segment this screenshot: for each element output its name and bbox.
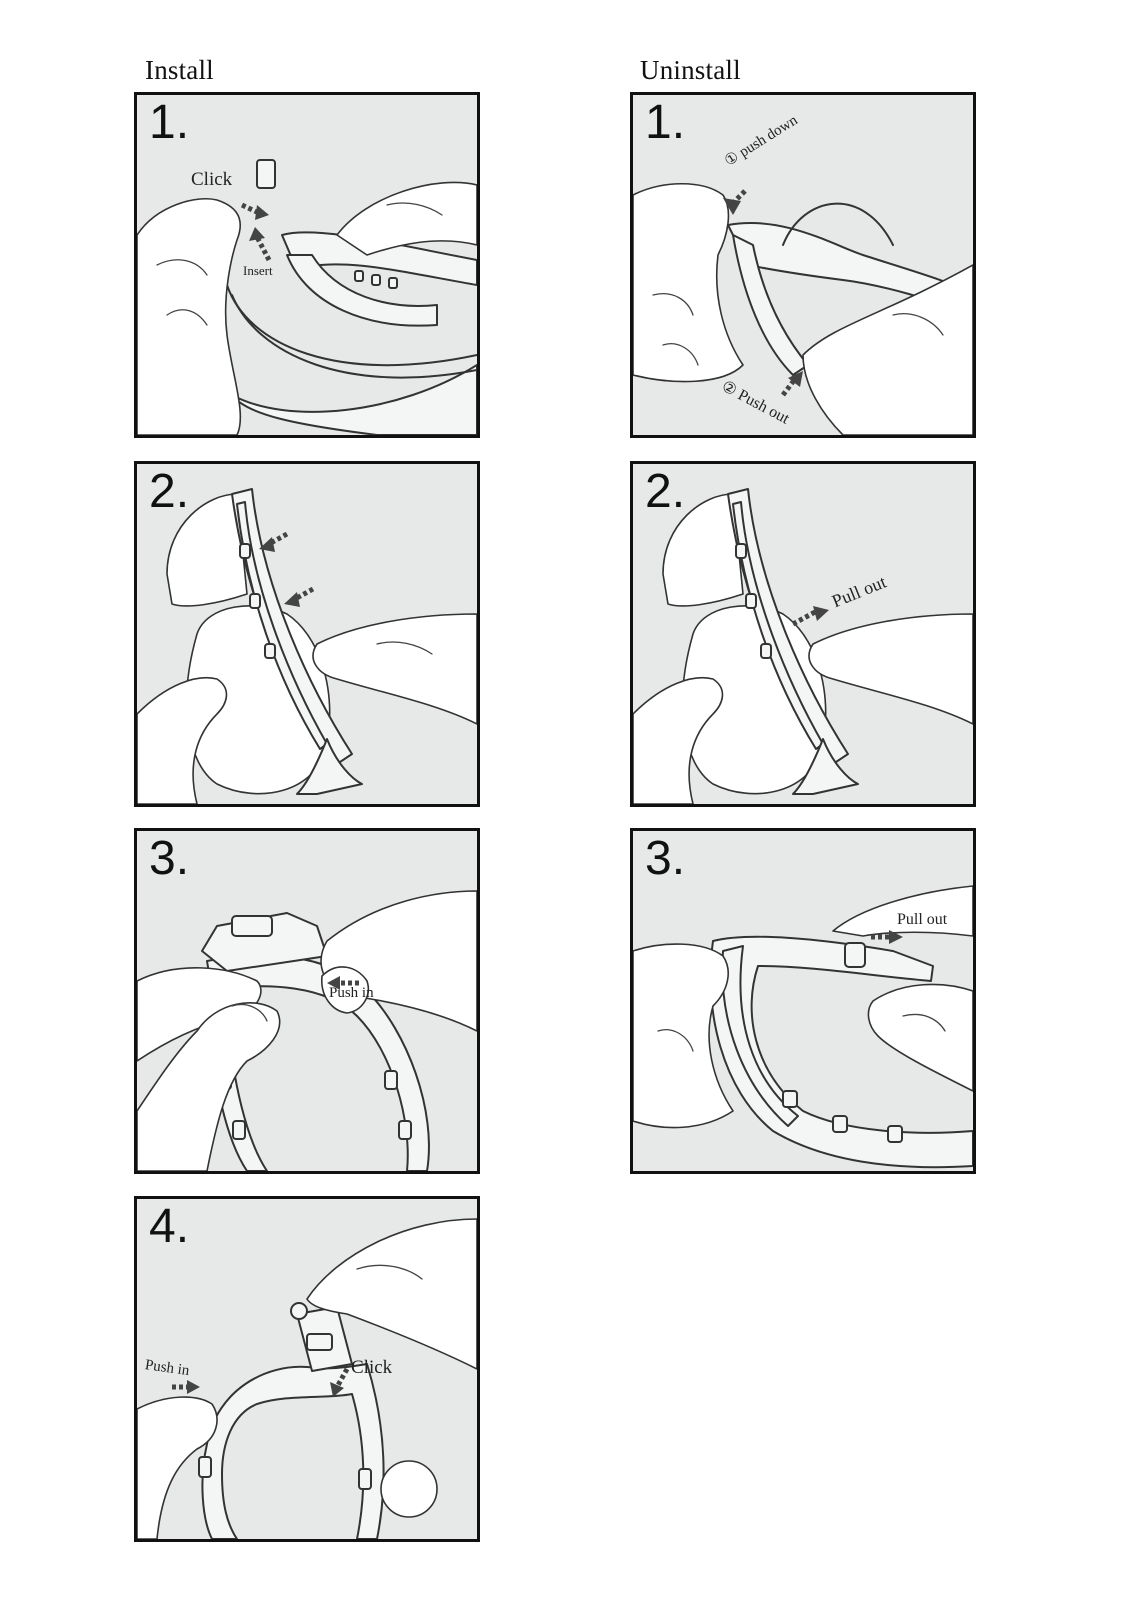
install-step-1-insert-label: Insert xyxy=(243,263,273,278)
uninstall-step-3-number: 3. xyxy=(645,832,686,885)
install-step-3-number: 3. xyxy=(149,832,190,885)
uninstall-step-3-pull-out-label: Pull out xyxy=(897,911,948,928)
install-step-2-illustration xyxy=(137,488,477,804)
uninstall-step-2-number: 2. xyxy=(645,465,686,518)
uninstall-step-1-number: 1. xyxy=(645,96,686,149)
install-step-1-number: 1. xyxy=(149,96,190,149)
uninstall-step-3-panel: 3. Pull out xyxy=(630,828,976,1174)
uninstall-step-2-illustration xyxy=(633,488,973,804)
install-step-1-illustration xyxy=(137,159,477,435)
install-step-2-panel: 2. xyxy=(134,461,480,807)
install-step-4-panel: 4. Push in Click xyxy=(134,1196,480,1542)
uninstall-step-2-panel: 2. Pull out xyxy=(630,461,976,807)
install-step-4-click-label: Click xyxy=(351,1357,393,1378)
install-step-1-click-label: Click xyxy=(191,169,233,190)
uninstall-heading: Uninstall xyxy=(640,55,741,85)
install-step-1-panel: 1. Click Insert xyxy=(134,92,480,438)
install-step-3-push-in-label: Push in xyxy=(329,985,374,1001)
uninstall-step-1-panel: 1. ① push down ② Push out xyxy=(630,92,976,438)
install-heading: Install xyxy=(145,55,214,85)
uninstall-step-3-illustration xyxy=(633,885,973,1169)
uninstall-step-1-illustration xyxy=(633,182,973,435)
install-step-4-number: 4. xyxy=(149,1200,190,1253)
install-step-2-number: 2. xyxy=(149,465,190,518)
install-step-4-illustration xyxy=(137,1218,477,1539)
install-step-3-illustration xyxy=(137,890,477,1171)
install-step-3-panel: 3. Push in xyxy=(134,828,480,1174)
